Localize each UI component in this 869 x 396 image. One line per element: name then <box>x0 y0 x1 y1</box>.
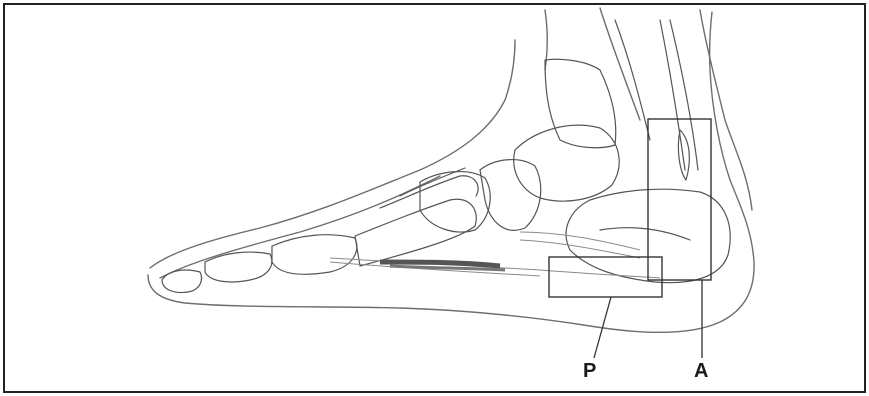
plantar-fascia <box>330 232 660 278</box>
proximal-phalanx <box>272 235 357 275</box>
tibia <box>545 59 616 147</box>
label-p: P <box>583 361 596 381</box>
figure-frame <box>4 4 865 392</box>
navicular <box>480 160 541 231</box>
heel-region-box <box>648 119 711 280</box>
label-a: A <box>694 361 708 381</box>
metatarsal-1 <box>355 199 476 266</box>
fibula <box>615 20 650 140</box>
foot-skin-outline <box>148 8 754 332</box>
